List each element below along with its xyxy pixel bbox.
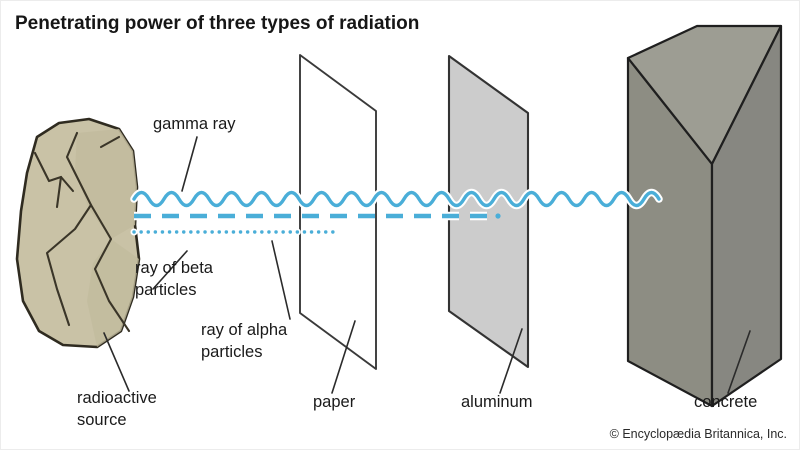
- alpha-ray-label-line2: particles: [201, 343, 262, 361]
- concrete-leader: [727, 330, 751, 394]
- gamma-ray-leader: [181, 136, 198, 192]
- rock-crack-2: [59, 175, 75, 193]
- aluminum-sheet: [447, 54, 530, 369]
- page-title: Penetrating power of three types of radi…: [15, 13, 419, 34]
- rock-crack-3: [45, 131, 93, 327]
- aluminum-label: aluminum: [461, 393, 533, 411]
- beta-ray-path: [134, 211, 501, 221]
- concrete-barrier: [626, 24, 783, 408]
- beta-ray-label-line1: ray of beta: [135, 259, 214, 277]
- radioactive-source: [15, 117, 141, 349]
- copyright-credit: © Encyclopædia Britannica, Inc.: [610, 427, 787, 441]
- beta-ray-terminal-dot: [495, 213, 501, 219]
- source-label-line1: radioactive: [77, 389, 157, 407]
- rock-facet-upper: [75, 129, 137, 239]
- source-label-line2: source: [77, 411, 127, 429]
- rock-crack-1: [33, 151, 63, 209]
- beta-ray-label-line2: particles: [135, 281, 196, 299]
- concrete-label: concrete: [694, 393, 757, 411]
- paper-label: paper: [313, 393, 356, 411]
- rock-crack-5: [99, 135, 121, 149]
- rock-crack-4: [89, 203, 131, 333]
- alpha-ray-leader: [271, 240, 291, 320]
- aluminum-leader: [499, 328, 523, 394]
- gamma-ray-label: gamma ray: [153, 115, 236, 133]
- aluminum-barrier: [447, 54, 530, 369]
- beta-ray-leader: [152, 250, 188, 290]
- gamma-ray-wave: [132, 190, 661, 208]
- source-leader: [103, 332, 130, 392]
- alpha-ray-label-line1: ray of alpha: [201, 321, 288, 339]
- paper-leader: [331, 320, 356, 394]
- gamma-ray-path: [130, 188, 663, 210]
- rock-facet-lower: [87, 239, 139, 347]
- concrete-front-face: [710, 24, 783, 408]
